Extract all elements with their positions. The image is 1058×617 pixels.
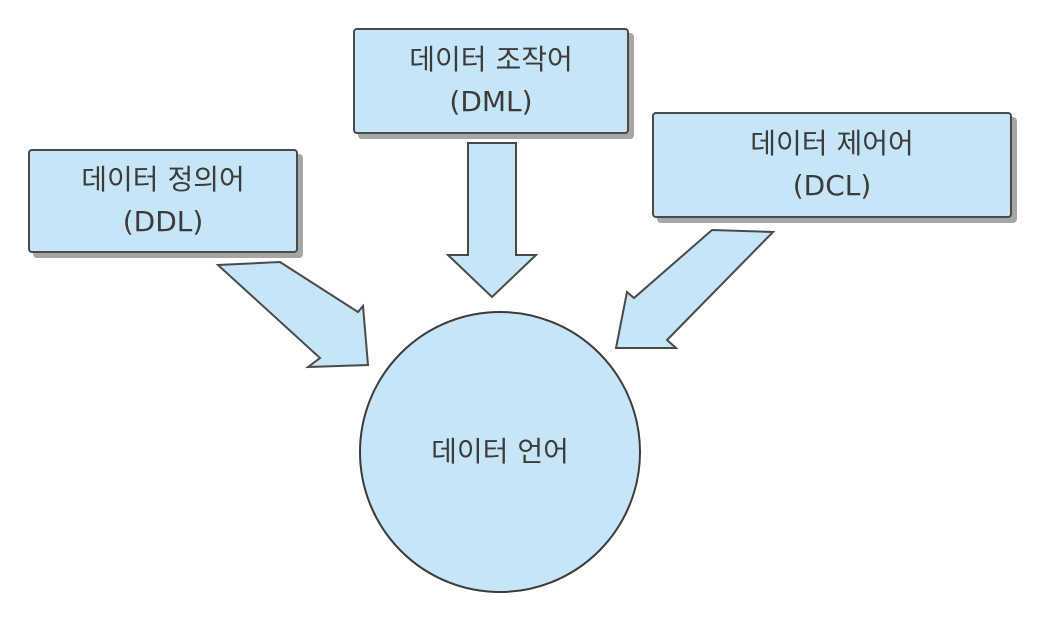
dml-box: 데이터 조작어 (DML) [353,28,629,134]
center-label: 데이터 언어 [431,435,569,468]
arrow-dcl [614,228,776,349]
ddl-box: 데이터 정의어 (DDL) [28,149,298,253]
dcl-abbr: (DCL) [792,169,872,202]
dml-title: 데이터 조작어 [409,43,573,76]
dml-abbr: (DML) [449,85,533,118]
ddl-abbr: (DDL) [122,205,204,238]
ddl-title: 데이터 정의어 [81,163,245,196]
center-circle [359,311,641,593]
arrow-ddl [215,260,370,369]
arrow-dml [445,142,539,299]
dcl-box: 데이터 제어어 (DCL) [652,112,1012,218]
dcl-title: 데이터 제어어 [750,127,914,160]
